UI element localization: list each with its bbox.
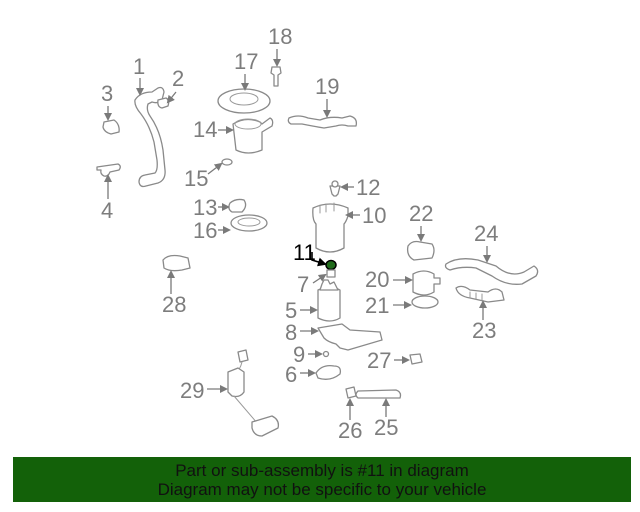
callout-5[interactable]: 5 [285,298,297,323]
part-19-hose[interactable] [287,115,358,129]
callout-2[interactable]: 2 [172,66,184,91]
banner-line-disclaimer: Diagram may not be specific to your vehi… [157,480,487,499]
callout-9[interactable]: 9 [293,342,305,367]
part-9-nut[interactable] [322,350,330,358]
callout-25[interactable]: 25 [374,415,398,440]
part-7-grommet[interactable] [326,269,336,278]
part-29-sending-unit[interactable] [227,349,280,437]
part-28-connector[interactable] [162,254,191,272]
callout-11[interactable]: 11 [293,240,316,265]
part-12-valve[interactable] [329,180,341,197]
callout-3[interactable]: 3 [101,81,113,106]
part-10-fuel-pump-housing[interactable] [312,202,349,253]
part-15-o-ring[interactable] [221,158,233,166]
part-14-fuel-filter[interactable] [232,117,274,154]
callout-28[interactable]: 28 [162,292,186,317]
part-24-hose[interactable] [444,258,539,285]
part-22-cover[interactable] [406,240,435,261]
callout-15[interactable]: 15 [184,166,208,191]
part-3-clamp[interactable] [102,119,120,135]
part-20-filter[interactable] [412,270,441,296]
part-21-seal[interactable] [411,295,439,309]
part-27-clip[interactable] [409,353,423,365]
part-25-tube[interactable] [355,389,402,399]
part-4-bracket[interactable] [96,163,121,177]
callout-7[interactable]: 7 [297,272,309,297]
callout-8[interactable]: 8 [285,320,297,345]
callout-4[interactable]: 4 [101,198,113,223]
part-11-highlighted[interactable] [325,259,337,271]
part-18-bolt[interactable] [270,66,282,87]
part-26-clip[interactable] [345,386,357,399]
callout-21[interactable]: 21 [365,293,389,318]
callout-14[interactable]: 14 [193,117,217,142]
callout-20[interactable]: 20 [365,267,389,292]
callout-24[interactable]: 24 [474,221,498,246]
banner-line-part-info: Part or sub-assembly is #11 in diagram [175,461,469,480]
callout-1[interactable]: 1 [133,54,145,79]
part-2-clip[interactable] [157,97,170,109]
parts-diagram: 1 2 3 4 17 18 19 14 15 [96,24,539,443]
part-6-strainer[interactable] [315,365,342,380]
callout-17[interactable]: 17 [234,49,258,74]
callout-6[interactable]: 6 [285,362,297,387]
callout-27[interactable]: 27 [367,348,391,373]
part-23-hose[interactable] [455,285,505,303]
part-5-fuel-pump[interactable] [317,279,341,322]
part-8-pump-bracket[interactable] [317,323,383,351]
info-banner: Part or sub-assembly is #11 in diagram D… [13,457,631,502]
callout-16[interactable]: 16 [193,218,217,243]
part-1-filler-pipe[interactable] [134,86,166,188]
callout-22[interactable]: 22 [409,201,433,226]
callout-23[interactable]: 23 [472,318,496,343]
callout-26[interactable]: 26 [338,418,362,443]
part-17-lock-ring[interactable] [217,88,271,114]
callout-19[interactable]: 19 [315,74,339,99]
callout-10[interactable]: 10 [362,203,386,228]
callout-29[interactable]: 29 [180,378,204,403]
part-16-seal[interactable] [230,214,268,232]
callout-13[interactable]: 13 [193,195,217,220]
part-13-cap[interactable] [228,198,247,213]
callout-12[interactable]: 12 [356,175,380,200]
callout-18[interactable]: 18 [268,24,292,49]
